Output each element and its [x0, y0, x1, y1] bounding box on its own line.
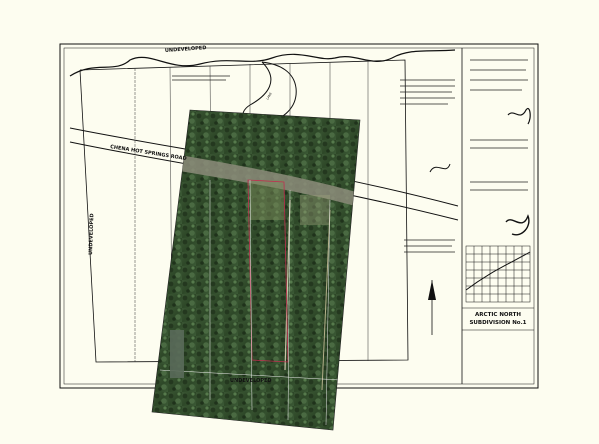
road-label: CHENA HOT SPRINGS ROAD — [110, 144, 187, 162]
undeveloped-left-label: UNDEVELOPED — [88, 213, 95, 255]
subdivision-boundary — [79, 59, 409, 363]
vicinity-map-grid — [465, 245, 531, 303]
plat-title-line-2: SUBDIVISION No.1 — [469, 320, 526, 326]
signature-mark — [429, 163, 451, 173]
creek-line — [69, 49, 456, 77]
plat-title-line-1: ARCTIC NORTH — [475, 312, 521, 318]
highlighted-tract-boundary — [247, 179, 289, 363]
undeveloped-bottom-label: UNDEVELOPED — [230, 378, 272, 384]
notes-texture — [172, 59, 528, 253]
lane-label: LANE — [265, 92, 272, 101]
aerial-imagery-overlay — [151, 109, 361, 431]
north-arrow-icon — [428, 280, 436, 335]
undeveloped-top-label: UNDEVELOPED — [165, 45, 207, 54]
signature-mark — [507, 108, 531, 125]
signature-mark — [505, 214, 530, 236]
